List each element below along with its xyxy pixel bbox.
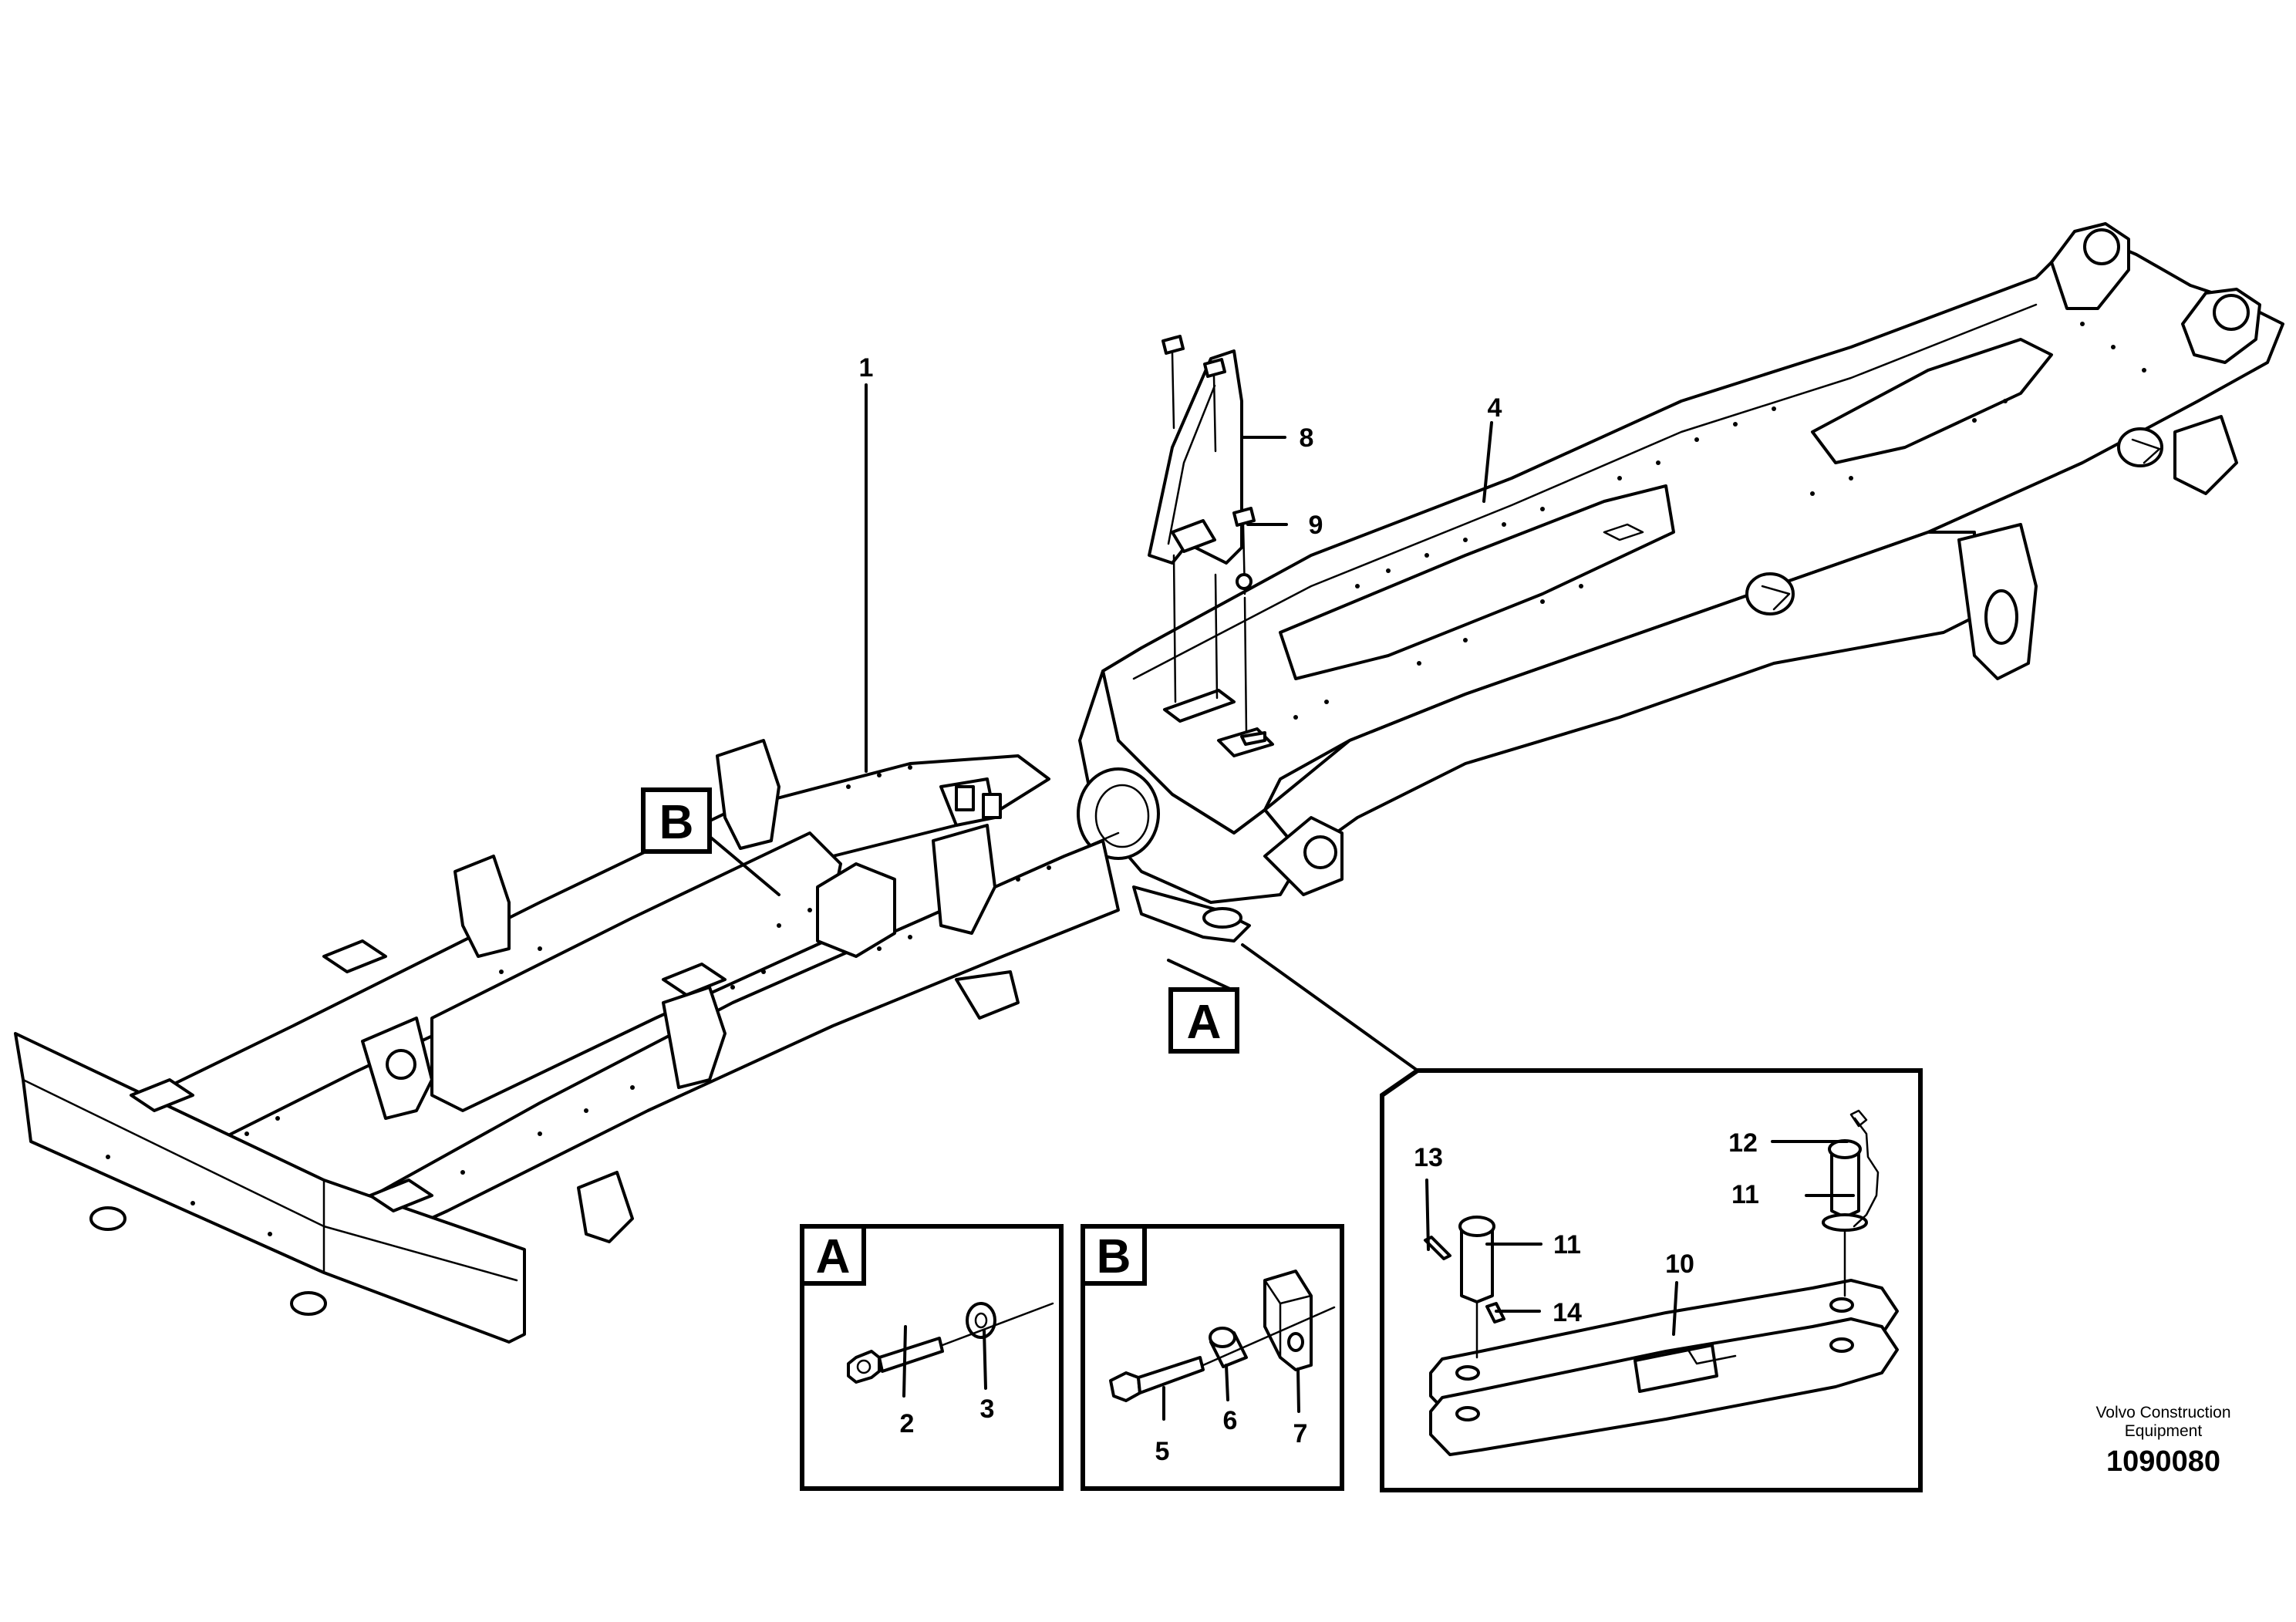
bolt-c-illustration	[1232, 507, 1256, 595]
detail-a-label: A	[816, 1230, 851, 1283]
rear-frame-holes	[1293, 322, 2146, 720]
ref-box-a: A	[1168, 987, 1239, 1054]
callout-6: 6	[1223, 1406, 1238, 1435]
callout-numbers: 1 2 3 4 5 6 7 8 9 10 11 11 12 13 14	[859, 353, 1759, 1466]
callout-2: 2	[900, 1409, 915, 1438]
document-number: 1090080	[2106, 1445, 2220, 1478]
detail-a-bolt	[847, 1337, 944, 1384]
callout-11-left: 11	[1553, 1230, 1581, 1259]
lock-pin-right	[1822, 1109, 1880, 1297]
leader-lines	[706, 383, 1855, 1421]
callout-8: 8	[1300, 423, 1314, 453]
bolt-a-illustration	[1161, 335, 1185, 430]
callout-14: 14	[1553, 1298, 1582, 1327]
credit-line-2: Equipment	[2125, 1422, 2203, 1440]
callout-12: 12	[1728, 1128, 1758, 1158]
detail-box-a: A	[800, 1224, 1064, 1491]
credit-line-1: Volvo Construction	[2095, 1404, 2230, 1421]
publisher-credit: Volvo Construction Equipment 1090080	[2095, 1404, 2230, 1478]
callout-4: 4	[1488, 393, 1502, 423]
bolt-b-illustration	[1203, 358, 1226, 453]
callout-10: 10	[1665, 1249, 1694, 1279]
callout-9: 9	[1309, 511, 1323, 540]
detail-a-washer	[966, 1302, 996, 1339]
lock-pin-left	[1458, 1216, 1495, 1359]
callout-5: 5	[1155, 1437, 1170, 1466]
rear-frame-illustration	[1077, 222, 2284, 943]
ref-b-label: B	[659, 796, 694, 849]
detail-b-bolt	[1109, 1356, 1205, 1402]
front-frame-illustration	[14, 739, 1120, 1344]
callout-11-right: 11	[1731, 1180, 1759, 1209]
callout-13: 13	[1414, 1143, 1443, 1172]
handle-and-bolts-illustration	[1148, 335, 1256, 734]
lock-washer	[1485, 1302, 1505, 1324]
detail-b-label: B	[1097, 1230, 1131, 1283]
lock-bar-illustration	[1429, 1279, 1899, 1456]
detail-box-lock-bar	[1241, 943, 1923, 1492]
front-frame-holes	[106, 765, 1051, 1236]
detail-box-b: B	[1081, 1224, 1344, 1491]
callout-3: 3	[980, 1394, 995, 1424]
ref-box-b: B	[641, 787, 712, 854]
callout-7: 7	[1293, 1419, 1308, 1448]
callout-1: 1	[859, 353, 874, 383]
ref-a-label: A	[1187, 996, 1222, 1049]
